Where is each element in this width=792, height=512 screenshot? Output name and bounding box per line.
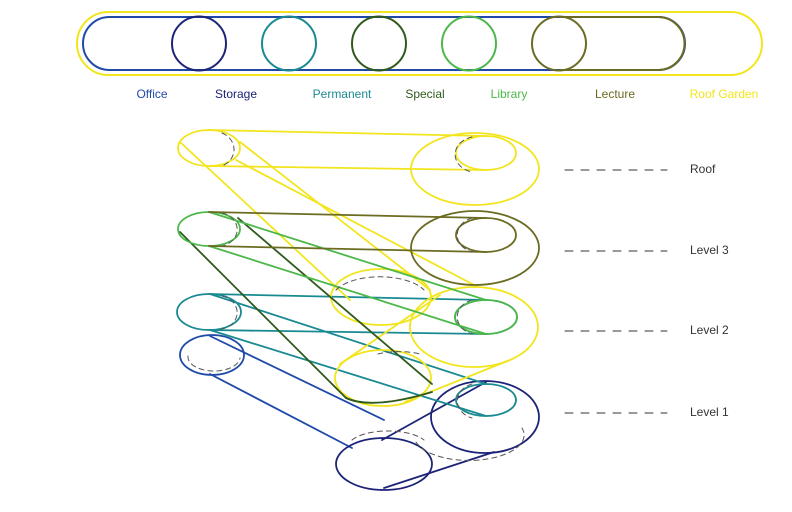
level1-storage-capsule — [335, 380, 540, 491]
level-label-level3: Level 3 — [690, 243, 729, 257]
legend-label-library: Library — [491, 87, 528, 101]
dashed-void-l1-low — [415, 427, 525, 461]
level3-lecture-capsule — [208, 210, 540, 286]
dashed-void-l1-mid — [351, 430, 425, 441]
dashed-void-l1-mid2 — [377, 351, 421, 355]
legend-label-permanent: Permanent — [313, 87, 372, 101]
level-markers: Roof Level 3 Level 2 Level 1 — [564, 162, 729, 419]
legend-storage-circle — [171, 15, 227, 72]
level-label-level1: Level 1 — [690, 405, 729, 419]
legend-lecture-circle — [531, 15, 587, 72]
legend-label-lecture: Lecture — [595, 87, 635, 101]
dashed-void-l1-left — [187, 355, 241, 372]
legend-label-storage: Storage — [215, 87, 257, 101]
legend-roof-garden-capsule — [76, 11, 763, 76]
legend-special-circle — [351, 15, 407, 72]
legend-lecture-capsule-end — [657, 16, 686, 71]
special-link-capsule — [179, 217, 433, 404]
dashed-void-circles — [187, 132, 525, 461]
legend-library-circle — [441, 15, 497, 72]
legend-label-roof-garden: Roof Garden — [690, 87, 759, 101]
legend-labels: Office Storage Permanent Special Library… — [136, 87, 758, 101]
level1-office-capsule — [179, 334, 385, 449]
legend-label-special: Special — [405, 87, 444, 101]
level-label-roof: Roof — [690, 162, 716, 176]
legend-permanent-circle — [261, 15, 317, 72]
legend-label-office: Office — [136, 87, 167, 101]
dashed-void-roof-right — [454, 136, 473, 173]
dashed-void-roof-left — [221, 132, 235, 167]
dashed-void-l2-mid — [335, 276, 425, 291]
level3-library-capsule — [177, 211, 518, 335]
legend-bar — [76, 11, 763, 76]
roof-garden-capsule — [177, 129, 540, 206]
legend-office-capsule — [82, 16, 686, 71]
level-label-level2: Level 2 — [690, 323, 729, 337]
